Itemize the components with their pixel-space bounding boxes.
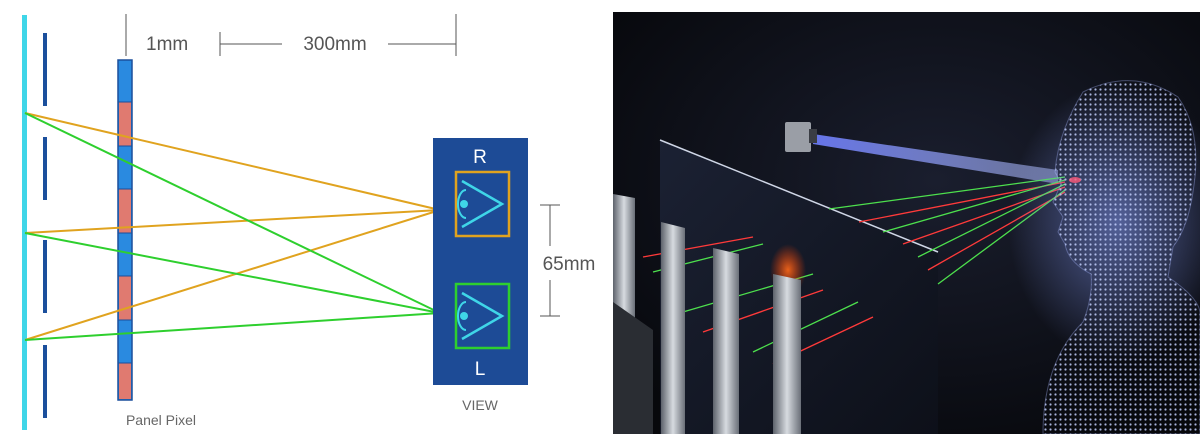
label-l: L <box>475 359 486 380</box>
illustration-svg <box>613 12 1200 434</box>
dimension-top <box>125 14 457 56</box>
barrier <box>43 33 47 418</box>
rays-right-eye <box>24 112 441 341</box>
parallax-barrier-diagram: 1mm 300mm R L 65mm Panel Pixel VIEW <box>22 14 596 430</box>
panel-pixel-column <box>117 59 133 401</box>
camera-icon <box>785 122 817 152</box>
label-1mm: 1mm <box>146 34 188 55</box>
eye-tracking-3d-illustration <box>613 12 1200 434</box>
label-300mm: 300mm <box>303 34 366 55</box>
label-view: VIEW <box>462 397 499 413</box>
rays-left-eye <box>24 112 441 341</box>
dimension-eye <box>540 204 560 317</box>
left-eye-icon <box>454 282 511 350</box>
label-r: R <box>473 147 487 168</box>
label-65mm: 65mm <box>543 254 596 275</box>
right-eye-icon <box>454 170 511 238</box>
view-box <box>433 138 528 385</box>
diagram-svg: 1mm 300mm R L 65mm Panel Pixel VIEW <box>22 14 596 430</box>
backlight <box>22 15 27 430</box>
barrier-pillars <box>613 194 801 434</box>
head-icon <box>1008 80 1200 434</box>
label-panel-pixel: Panel Pixel <box>126 412 196 428</box>
camera-beam <box>813 134 1058 184</box>
